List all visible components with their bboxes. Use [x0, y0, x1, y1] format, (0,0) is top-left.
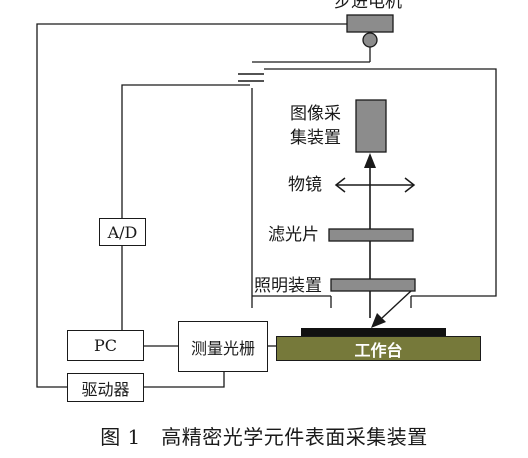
- motor-pulley: [362, 32, 378, 48]
- illumination-beam: [381, 290, 412, 319]
- fork-marks: [238, 73, 264, 82]
- filter-plate: [328, 228, 414, 242]
- driver-box: 驱动器: [67, 373, 144, 402]
- beam-arrowhead: [371, 313, 386, 328]
- filter-label: 滤光片: [268, 225, 319, 245]
- objective-label: 物镜: [288, 175, 322, 195]
- driver-label: 驱动器: [81, 379, 130, 399]
- image-capture-device: [355, 99, 387, 153]
- workbench: 工作台: [276, 336, 481, 361]
- image-capture-label-line2: 集装置: [290, 128, 341, 148]
- stepper-motor-block: [346, 14, 394, 33]
- axis-arrowhead-up: [364, 153, 376, 168]
- grating-label: 测量光栅: [190, 338, 255, 358]
- grating-box: 测量光栅: [178, 321, 268, 372]
- image-capture-label-line1: 图像采: [290, 104, 341, 124]
- objective-double-arrow: [334, 177, 416, 193]
- sample-piece: [301, 328, 446, 336]
- ad-converter-label: A/D: [107, 222, 138, 242]
- connection-wires: [36, 23, 497, 388]
- figure-caption: 图 1 高精密光学元件表面采集装置: [100, 425, 428, 449]
- stepper-motor-label: 步进电机: [334, 0, 402, 12]
- pc-label: PC: [93, 336, 117, 355]
- pc-box: PC: [67, 330, 144, 361]
- ad-converter-box: A/D: [99, 218, 146, 246]
- workbench-label: 工作台: [354, 340, 403, 360]
- illumination-plate: [330, 278, 416, 292]
- illumination-label: 照明装置: [254, 276, 322, 296]
